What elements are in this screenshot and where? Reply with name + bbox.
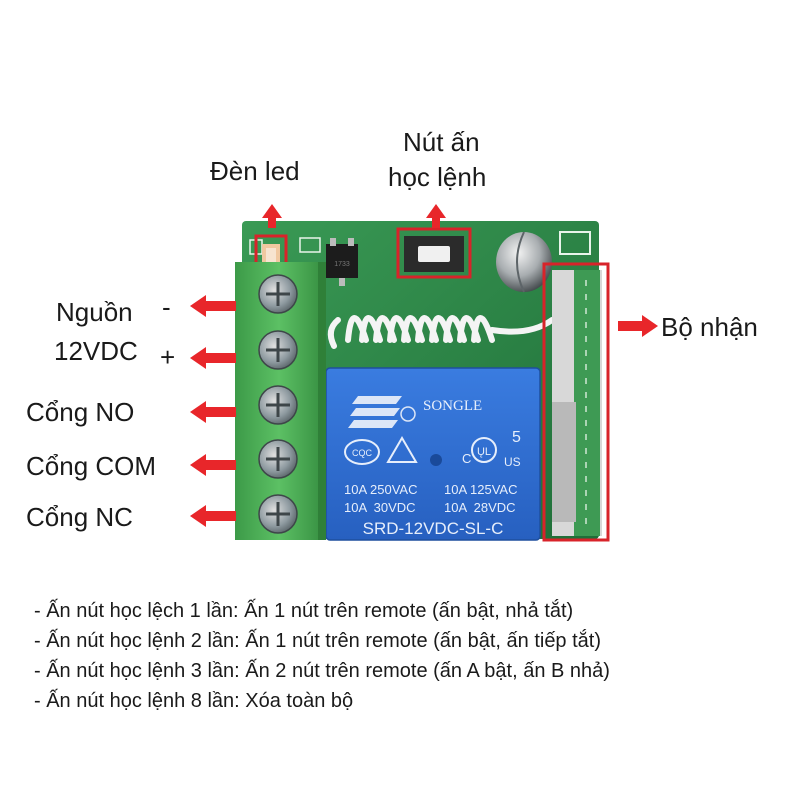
receiver-highlight-box bbox=[542, 262, 610, 542]
screw-icon bbox=[258, 274, 298, 314]
label-led: Đèn led bbox=[210, 156, 300, 186]
label-power-2: 12VDC bbox=[54, 336, 138, 366]
ic-chip: 1733 bbox=[326, 238, 358, 286]
learn-button[interactable] bbox=[404, 236, 464, 272]
note-line: - Ấn nút học lệnh 3 lần: Ấn 2 nút trên r… bbox=[34, 660, 610, 682]
relay-model: SRD-12VDC-SL-C bbox=[363, 519, 504, 538]
button-highlight-box bbox=[396, 227, 472, 279]
terminal-screws bbox=[258, 274, 298, 534]
relay-spec-2l: 10A 30VDC bbox=[344, 500, 416, 515]
arrow-left-icon bbox=[190, 454, 236, 476]
antenna-coil bbox=[327, 315, 555, 349]
label-learn-button-1: Nút ấn bbox=[403, 127, 480, 157]
relay-spec-2r: 10A 28VDC bbox=[444, 500, 516, 515]
capacitor-icon bbox=[496, 231, 552, 293]
label-power-1: Nguồn bbox=[56, 297, 133, 327]
songle-logo-icon bbox=[348, 396, 416, 428]
arrow-up-icon bbox=[262, 204, 282, 228]
arrows bbox=[190, 204, 658, 527]
ic-label: 1733 bbox=[334, 261, 350, 268]
relay-num: 5 bbox=[512, 429, 521, 446]
arrow-left-icon bbox=[190, 401, 236, 423]
screw-icon bbox=[258, 439, 298, 479]
arrow-left-icon bbox=[190, 505, 236, 527]
receiver-module bbox=[552, 270, 602, 536]
label-plus: + bbox=[160, 342, 176, 372]
screw-icon bbox=[258, 494, 298, 534]
relay: SONGLE CQC C ŲL US 5 10A 250VAC 10A 125V… bbox=[325, 367, 541, 541]
relay-dot bbox=[430, 454, 442, 466]
note-line: - Ấn nút học lệnh 2 lần: Ấn 1 nút trên r… bbox=[34, 630, 602, 652]
relay-brand: SONGLE bbox=[423, 398, 482, 414]
relay-c: C bbox=[462, 451, 471, 466]
arrow-left-icon bbox=[190, 295, 236, 317]
arrow-right-icon bbox=[618, 315, 658, 337]
relay-us: US bbox=[504, 455, 521, 469]
relay-spec-1r: 10A 125VAC bbox=[444, 482, 517, 497]
screw-icon bbox=[258, 385, 298, 425]
label-minus: - bbox=[162, 292, 171, 322]
cqc-mark-icon: CQC bbox=[344, 439, 380, 465]
ul-mark-icon: ŲL bbox=[471, 437, 497, 463]
relay-spec-1l: 10A 250VAC bbox=[344, 482, 417, 497]
screw-icon bbox=[258, 330, 298, 370]
note-line: - Ấn nút học lệnh 8 lần: Xóa toàn bộ bbox=[34, 690, 354, 712]
warning-triangle-icon bbox=[386, 436, 418, 463]
label-nc: Cổng NC bbox=[26, 502, 133, 532]
svg-text:CQC: CQC bbox=[352, 448, 373, 458]
arrow-left-icon bbox=[190, 347, 236, 369]
instruction-notes: - Ấn nút học lệch 1 lần: Ấn 1 nút trên r… bbox=[34, 596, 610, 716]
label-com: Cổng COM bbox=[26, 451, 157, 481]
label-no: Cổng NO bbox=[26, 397, 135, 427]
arrow-up-icon bbox=[426, 204, 446, 228]
svg-text:ŲL: ŲL bbox=[477, 446, 491, 458]
note-line: - Ấn nút học lệch 1 lần: Ấn 1 nút trên r… bbox=[34, 600, 574, 622]
led-icon bbox=[262, 244, 280, 266]
label-learn-button-2: học lệnh bbox=[388, 162, 487, 192]
label-receiver: Bộ nhận bbox=[661, 312, 758, 342]
